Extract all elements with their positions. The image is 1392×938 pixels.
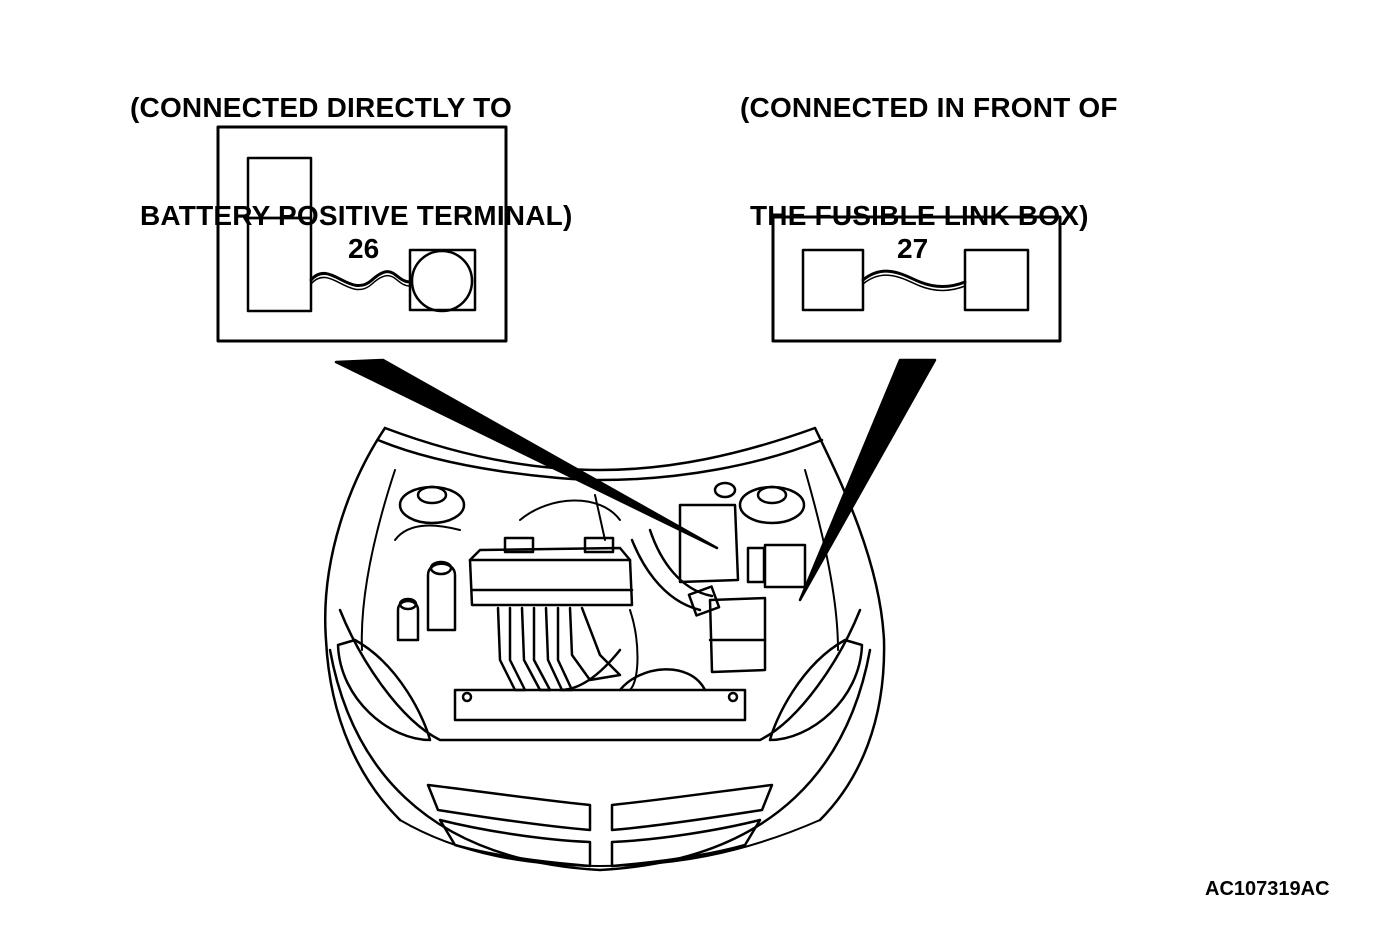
washer-reservoir (396, 560, 457, 642)
hose-top (519, 499, 621, 521)
callout-box-26 (216, 125, 508, 343)
relay-block (746, 543, 807, 589)
grille (426, 783, 774, 868)
pointer-wedge-26 (334, 358, 719, 550)
connector-27-left (801, 248, 865, 312)
pointer-wedge-27 (798, 358, 937, 602)
fuse-block-lower (246, 216, 313, 313)
connector-27-right (963, 248, 1030, 312)
hose-center (629, 609, 639, 691)
figure-id: AC107319AC (1205, 878, 1330, 900)
headlight-right (768, 638, 864, 742)
callout-box-27 (771, 215, 1062, 343)
caption-right-line1: (CONNECTED IN FRONT OF (740, 92, 1118, 123)
caption-fusible-link-box: (CONNECTED IN FRONT OF THE FUSIBLE LINK … (740, 18, 1118, 270)
cap-fluid (713, 481, 737, 499)
callout-number-27: 27 (897, 233, 928, 264)
wire-27 (861, 269, 967, 288)
shock-tower-right (738, 485, 806, 525)
battery-terminal-circle (410, 249, 474, 313)
hose-left (394, 524, 461, 541)
intake-manifold (496, 606, 622, 692)
callout-frame-27 (771, 215, 1062, 343)
fusible-link-box (678, 503, 767, 674)
radiator-support (453, 668, 747, 722)
wire-26 (309, 270, 412, 288)
callout-frame-26 (216, 125, 508, 343)
air-intake-duct (630, 528, 721, 617)
callout-number-26: 26 (348, 233, 379, 264)
headlight-left (336, 638, 432, 742)
fuse-block-upper (246, 156, 313, 220)
battery (468, 536, 634, 607)
shock-tower-left (398, 485, 466, 525)
caption-left-line1: (CONNECTED DIRECTLY TO (130, 92, 512, 123)
